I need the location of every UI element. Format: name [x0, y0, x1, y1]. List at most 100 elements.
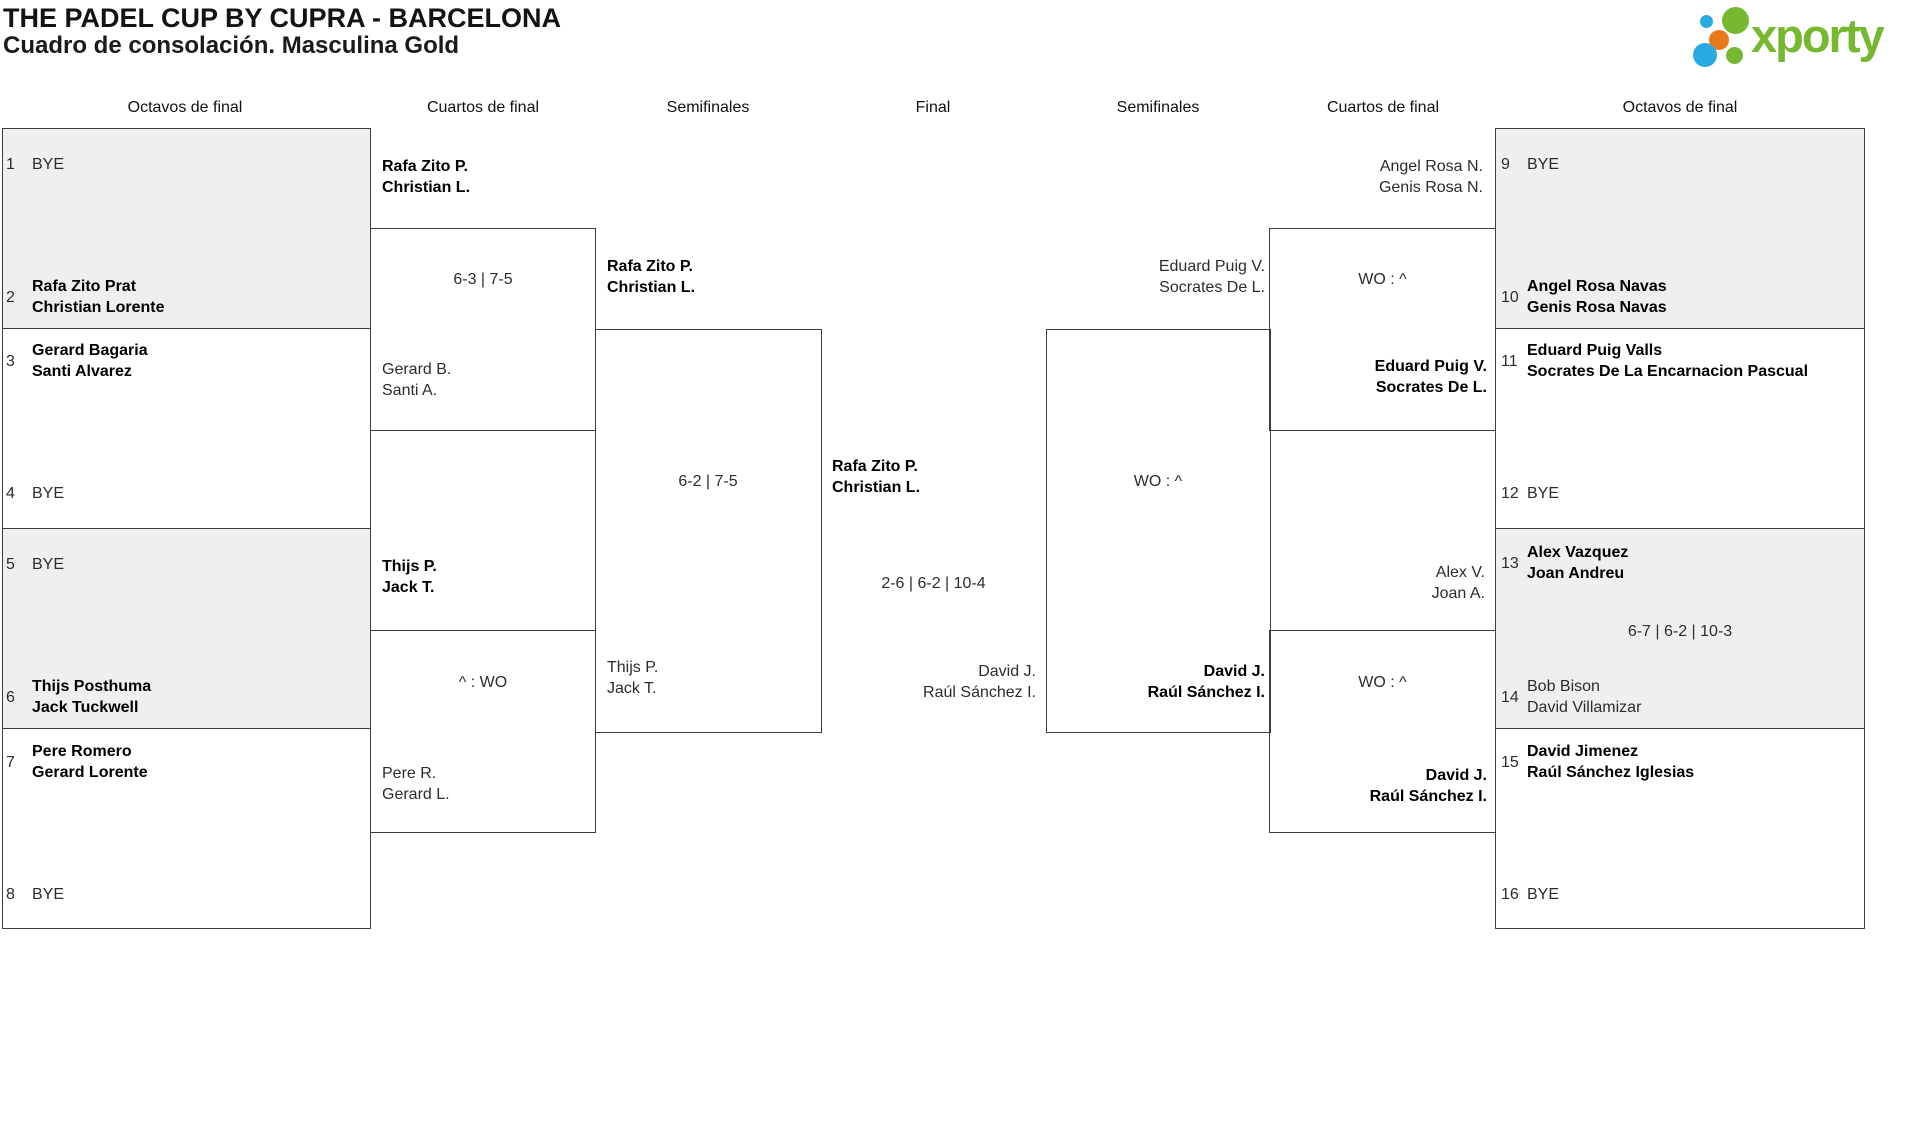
match-score-final: 2-6 | 6-2 | 10-4: [881, 575, 986, 592]
seed-entry-9: 9 BYE: [1501, 154, 1559, 175]
seed-number: 13: [1501, 554, 1519, 572]
seed-number: 4: [6, 485, 15, 502]
seed-entry-11: 11 Eduard Puig Valls Socrates De La Enca…: [1501, 340, 1808, 382]
player-name: Santi Alvarez: [32, 363, 132, 380]
logo-dot-icon: [1693, 43, 1717, 67]
logo-dot-icon: [1726, 47, 1743, 64]
seed-entry-4: 4 BYE: [6, 483, 64, 504]
participant-qf2-bottom: Pere R. Gerard L.: [382, 763, 450, 805]
seed-entry-1: 1 BYE: [6, 154, 64, 175]
team-line: Thijs P.: [607, 659, 659, 676]
team-line: Thijs P.: [382, 558, 437, 575]
round-header-octavos-right: Octavos de final: [1622, 99, 1738, 116]
round-header-octavos-left: Octavos de final: [127, 99, 243, 116]
seed-entry-10: 10 Angel Rosa Navas Genis Rosa Navas: [1501, 276, 1667, 318]
page-title: THE PADEL CUP BY CUPRA - BARCELONA: [3, 3, 562, 33]
octavos-box-seeds-5-6: [2, 528, 371, 729]
seed-entry-12: 12 BYE: [1501, 483, 1559, 504]
player-name: Rafa Zito Prat: [32, 278, 137, 295]
seed-entry-5: 5 BYE: [6, 554, 64, 575]
participant-sf2-bottom: David J. Raúl Sánchez I.: [1065, 661, 1265, 703]
logo-dot-icon: [1709, 30, 1729, 50]
round-header-final: Final: [915, 99, 951, 116]
seed-number: 11: [1501, 352, 1518, 370]
seed-number: 10: [1501, 288, 1519, 306]
player-name: Genis Rosa Navas: [1527, 299, 1667, 316]
team-line: Jack T.: [607, 680, 657, 697]
team-line: Christian L.: [607, 279, 696, 296]
round-header-cuartos-right: Cuartos de final: [1326, 99, 1440, 116]
team-line: Christian L.: [382, 179, 471, 196]
cuartos-box-right-bottom: [1269, 630, 1496, 833]
match-score-qf4: WO : ^: [1358, 674, 1407, 691]
match-score-sf1: 6-2 | 7-5: [678, 473, 738, 490]
bye-label: BYE: [1527, 485, 1560, 502]
match-score-qf3: WO : ^: [1358, 271, 1407, 288]
participant-qf1-bottom: Gerard B. Santi A.: [382, 359, 451, 401]
player-name: Eduard Puig Valls: [1527, 342, 1663, 359]
bye-label: BYE: [32, 556, 65, 573]
player-name: Thijs Posthuma: [32, 678, 152, 695]
team-line: Raúl Sánchez I.: [923, 684, 1036, 701]
team-line: David J.: [978, 663, 1036, 680]
bye-label: BYE: [32, 156, 65, 173]
logo-dot-icon: [1700, 15, 1713, 28]
seed-entry-6: 6 Thijs Posthuma Jack Tuckwell: [6, 676, 151, 718]
match-score-sf2: WO : ^: [1133, 473, 1183, 490]
team-line: Gerard B.: [382, 361, 452, 378]
seed-number: 3: [6, 352, 15, 370]
round-header-semis-right: Semifinales: [1116, 99, 1200, 116]
bye-label: BYE: [1527, 886, 1560, 903]
seed-number: 12: [1501, 485, 1519, 502]
participant-final-winner: Rafa Zito P. Christian L.: [832, 456, 920, 498]
participant-qf3-bottom: Eduard Puig V. Socrates De L.: [1286, 356, 1487, 398]
seed-entry-14: 14 Bob Bison David Villamizar: [1501, 676, 1641, 718]
seed-entry-3: 3 Gerard Bagaria Santi Alvarez: [6, 340, 148, 382]
seed-entry-13: 13 Alex Vazquez Joan Andreu: [1501, 542, 1628, 584]
participant-qf4-bottom: David J. Raúl Sánchez I.: [1286, 765, 1487, 807]
player-name: Gerard Bagaria: [32, 342, 148, 359]
team-line: Joan A.: [1431, 585, 1485, 602]
player-name: Bob Bison: [1527, 678, 1600, 695]
team-line: Santi A.: [382, 382, 438, 399]
participant-qf1-top: Rafa Zito P. Christian L.: [382, 156, 470, 198]
team-line: Rafa Zito P.: [832, 458, 918, 475]
octavos-box-seeds-13-14: [1495, 528, 1865, 729]
team-line: Angel Rosa N.: [1379, 158, 1483, 175]
seed-number: 6: [6, 688, 15, 706]
seed-number: 9: [1501, 156, 1510, 173]
player-name: Raúl Sánchez Iglesias: [1527, 764, 1695, 781]
team-line: Alex V.: [1435, 564, 1485, 581]
bye-label: BYE: [1527, 156, 1560, 173]
semifinal-box-right: [1046, 329, 1271, 733]
player-name: Christian Lorente: [32, 299, 165, 316]
player-name: Gerard Lorente: [32, 764, 148, 781]
team-line: Socrates De L.: [1159, 279, 1265, 296]
player-name: David Jimenez: [1527, 743, 1639, 760]
seed-entry-7: 7 Pere Romero Gerard Lorente: [6, 741, 148, 783]
logo-wordmark: xporty: [1751, 9, 1885, 62]
team-line: David J.: [1425, 767, 1487, 784]
player-name: Angel Rosa Navas: [1527, 278, 1667, 295]
team-line: David J.: [1203, 663, 1265, 680]
seed-number: 14: [1501, 688, 1519, 706]
seed-entry-15: 15 David Jimenez Raúl Sánchez Iglesias: [1501, 741, 1694, 783]
match-score-qf2: ^ : WO: [458, 674, 508, 691]
octavos-box-seeds-1-2: [2, 128, 371, 329]
bye-label: BYE: [32, 886, 65, 903]
page-subtitle: Cuadro de consolación. Masculina Gold: [3, 32, 460, 59]
team-line: Christian L.: [832, 479, 921, 496]
participant-final-runner-up: David J. Raúl Sánchez I.: [837, 661, 1036, 703]
bye-label: BYE: [32, 485, 65, 502]
participant-qf4-top: Alex V. Joan A.: [1285, 562, 1485, 604]
seed-number: 5: [6, 556, 15, 573]
match-score-qf1: 6-3 | 7-5: [453, 271, 513, 288]
player-name: Joan Andreu: [1527, 565, 1625, 582]
player-name: Jack Tuckwell: [32, 699, 139, 716]
seed-number: 15: [1501, 753, 1519, 771]
team-line: Eduard Puig V.: [1158, 258, 1265, 275]
seed-entry-8: 8 BYE: [6, 884, 64, 905]
team-line: Gerard L.: [382, 786, 450, 803]
cuartos-box-right-top: [1269, 228, 1496, 431]
player-name: David Villamizar: [1527, 699, 1642, 716]
